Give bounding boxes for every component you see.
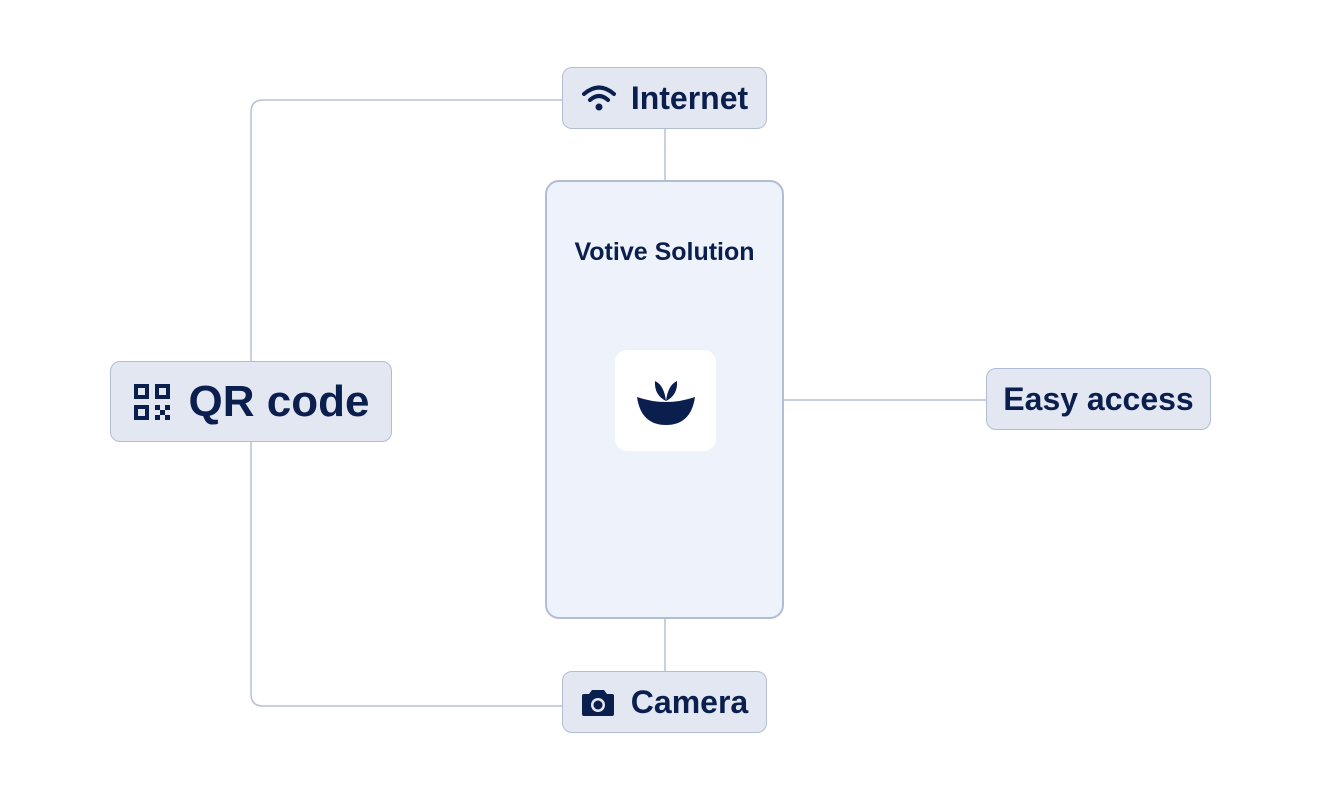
easy-access-node: Easy access bbox=[986, 368, 1211, 430]
camera-label: Camera bbox=[630, 683, 749, 720]
camera-icon bbox=[581, 687, 615, 717]
app-icon[interactable] bbox=[615, 350, 716, 451]
qr-code-node: QR code bbox=[110, 361, 392, 442]
phone-title: Votive Solution bbox=[574, 238, 755, 266]
qr-code-icon bbox=[133, 383, 171, 421]
camera-node: Camera bbox=[562, 671, 767, 733]
wifi-icon bbox=[581, 83, 617, 113]
qr-code-label: QR code bbox=[188, 376, 370, 426]
internet-node: Internet bbox=[562, 67, 767, 129]
phone-device: Votive Solution bbox=[545, 180, 784, 619]
connector-qr-camera bbox=[250, 442, 562, 707]
internet-label: Internet bbox=[630, 79, 749, 116]
votive-logo-icon bbox=[635, 375, 697, 427]
connector-qr-internet bbox=[250, 99, 562, 361]
easy-access-label: Easy access bbox=[1003, 380, 1194, 417]
